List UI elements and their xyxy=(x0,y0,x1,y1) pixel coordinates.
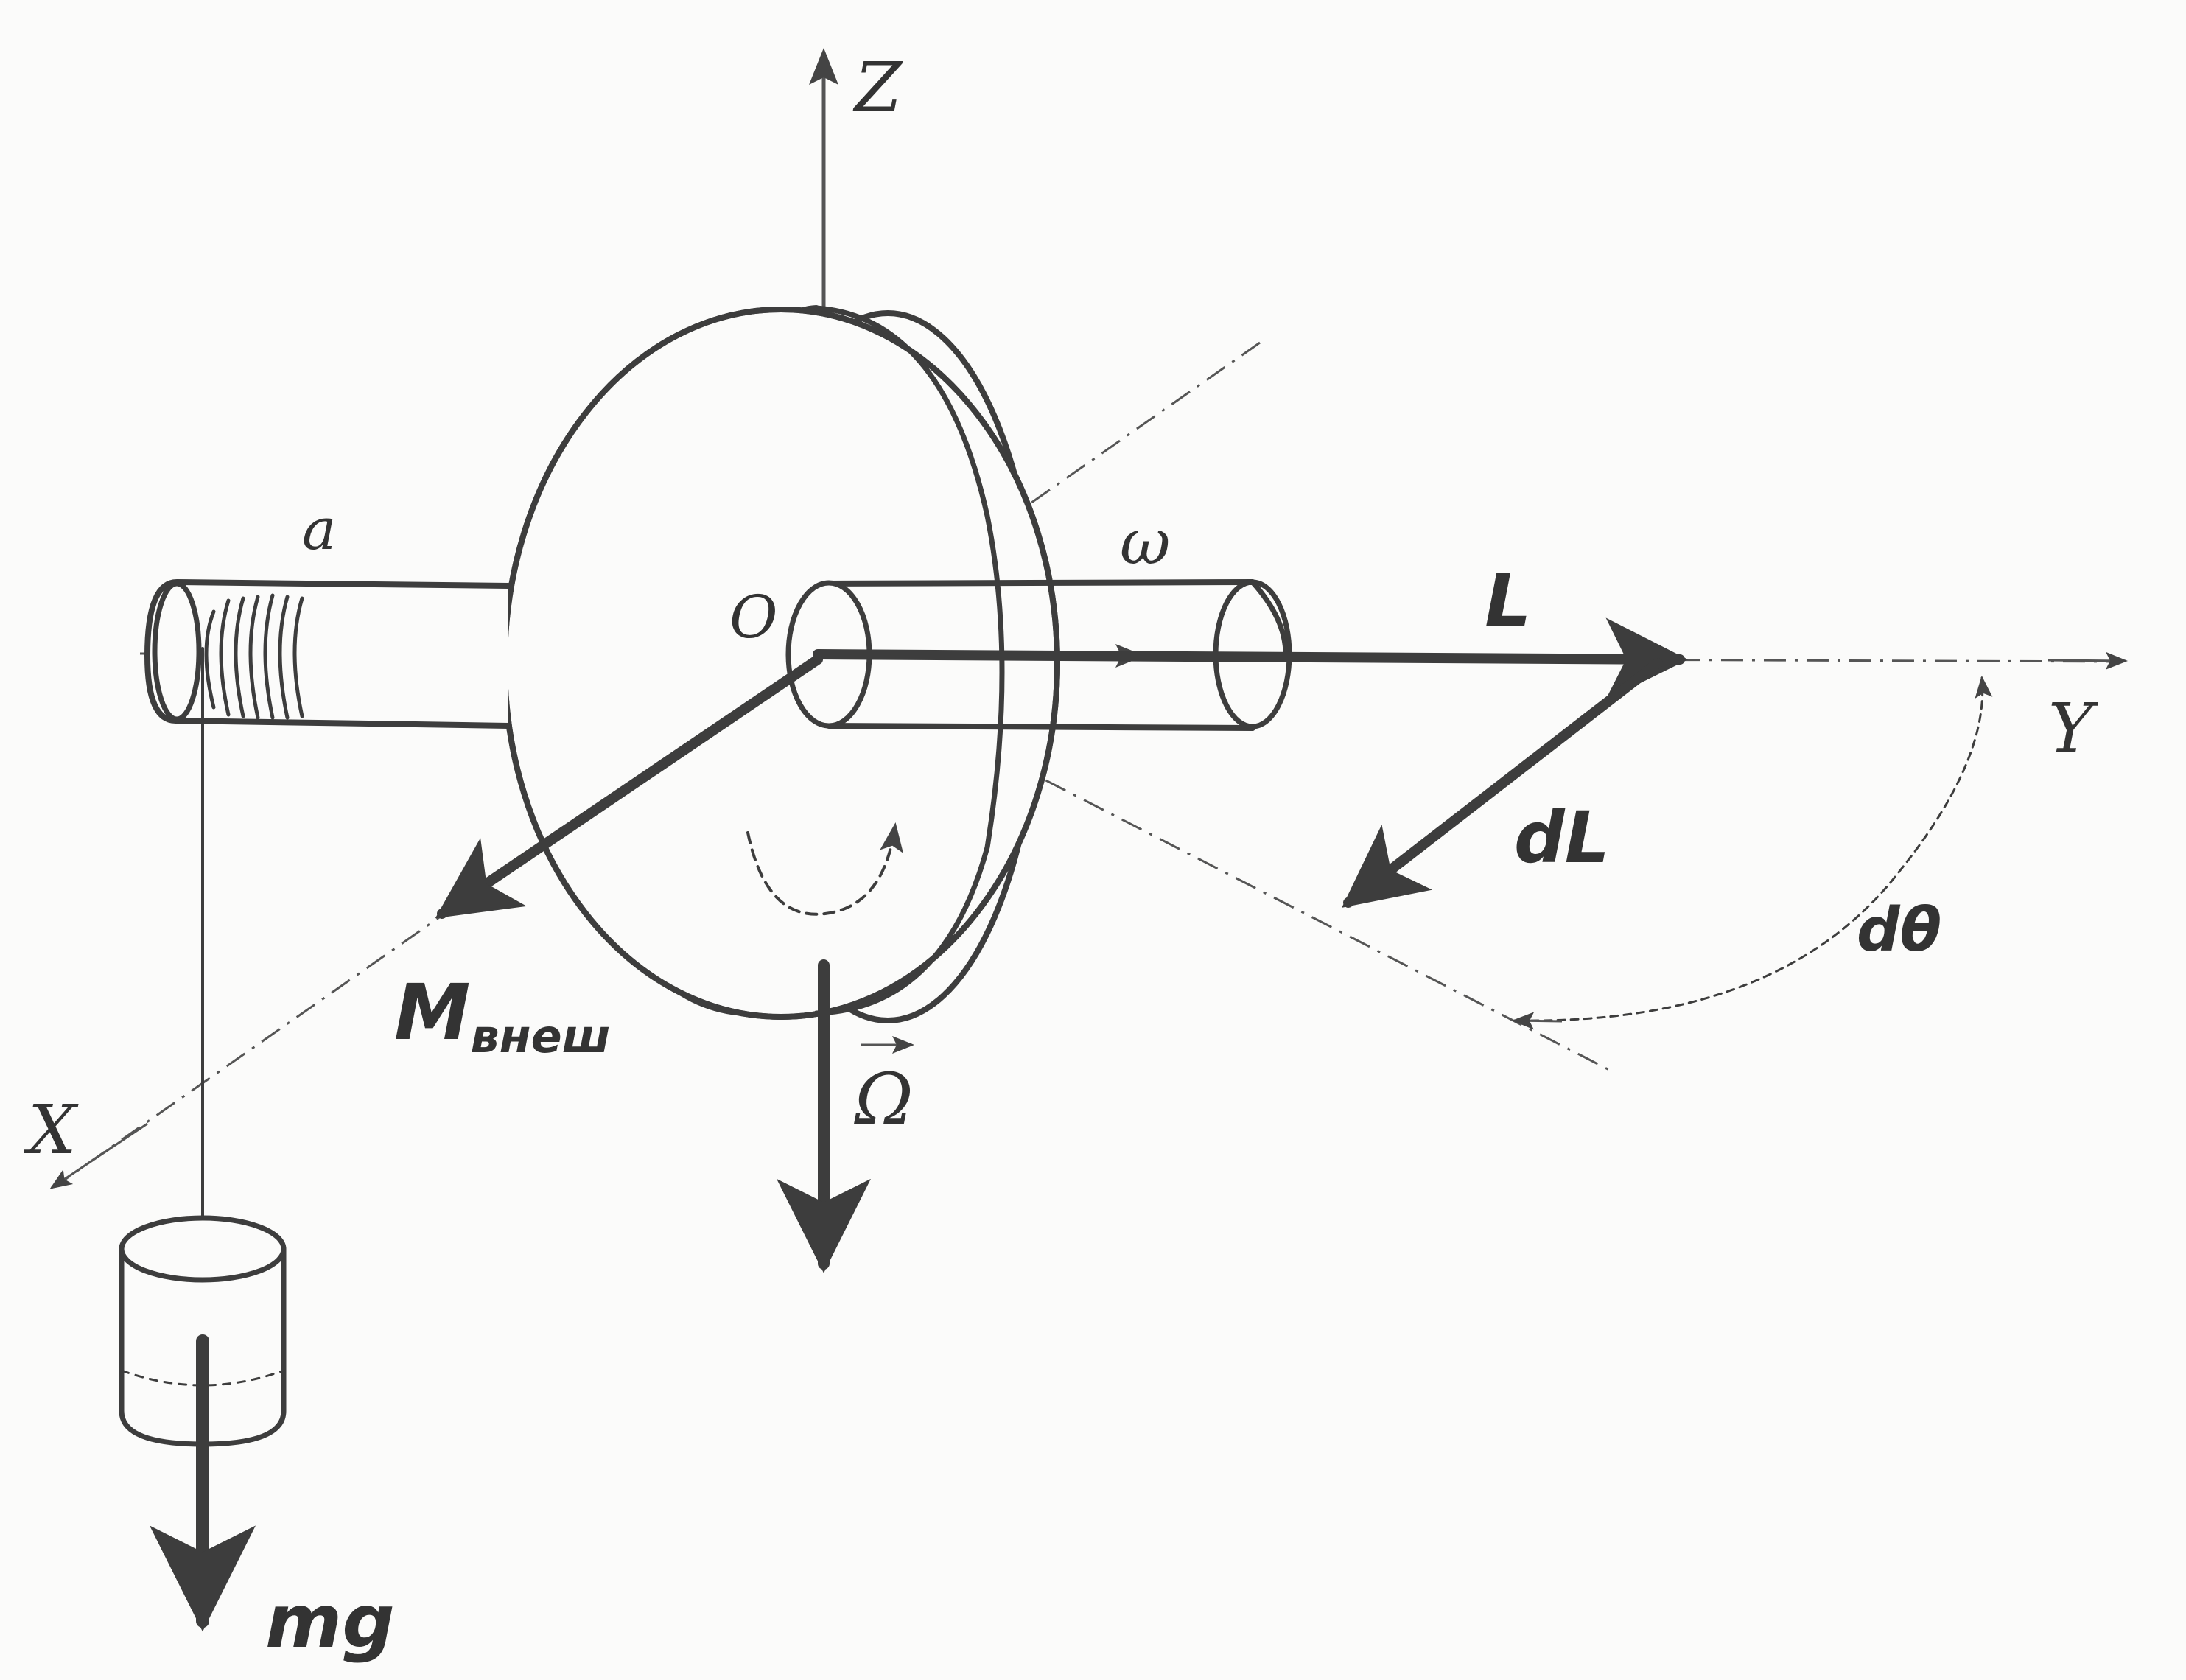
label-precession: Ω xyxy=(854,1058,914,1141)
label-l: L xyxy=(1485,558,1532,644)
label-torque-sub: внеш xyxy=(471,1009,611,1063)
left-axle xyxy=(144,579,511,729)
hanging-weight xyxy=(119,1215,287,1447)
label-torque-main: M xyxy=(394,967,471,1057)
label-dtheta: dθ xyxy=(1857,895,1941,965)
label-dl: dL xyxy=(1514,797,1610,879)
l-vector xyxy=(813,617,1689,701)
rotation-arrow xyxy=(746,822,903,916)
label-z: Z xyxy=(852,48,903,127)
dtheta-arc xyxy=(1516,676,1993,1022)
label-x: X xyxy=(24,1091,79,1169)
label-omega: ω xyxy=(1120,506,1171,578)
x-axis-arrow xyxy=(49,1122,148,1189)
label-origin: O xyxy=(729,583,778,651)
torque-vector xyxy=(435,654,823,919)
label-axle-mark: a xyxy=(302,497,337,563)
label-weight: mg xyxy=(265,1578,395,1665)
dl-vector xyxy=(1342,658,1663,908)
label-y: Y xyxy=(2048,689,2099,768)
label-torque: Mвнеш xyxy=(394,967,610,1063)
y-axis-arrow xyxy=(2047,651,2128,670)
flywheel-disk xyxy=(502,305,1060,1023)
